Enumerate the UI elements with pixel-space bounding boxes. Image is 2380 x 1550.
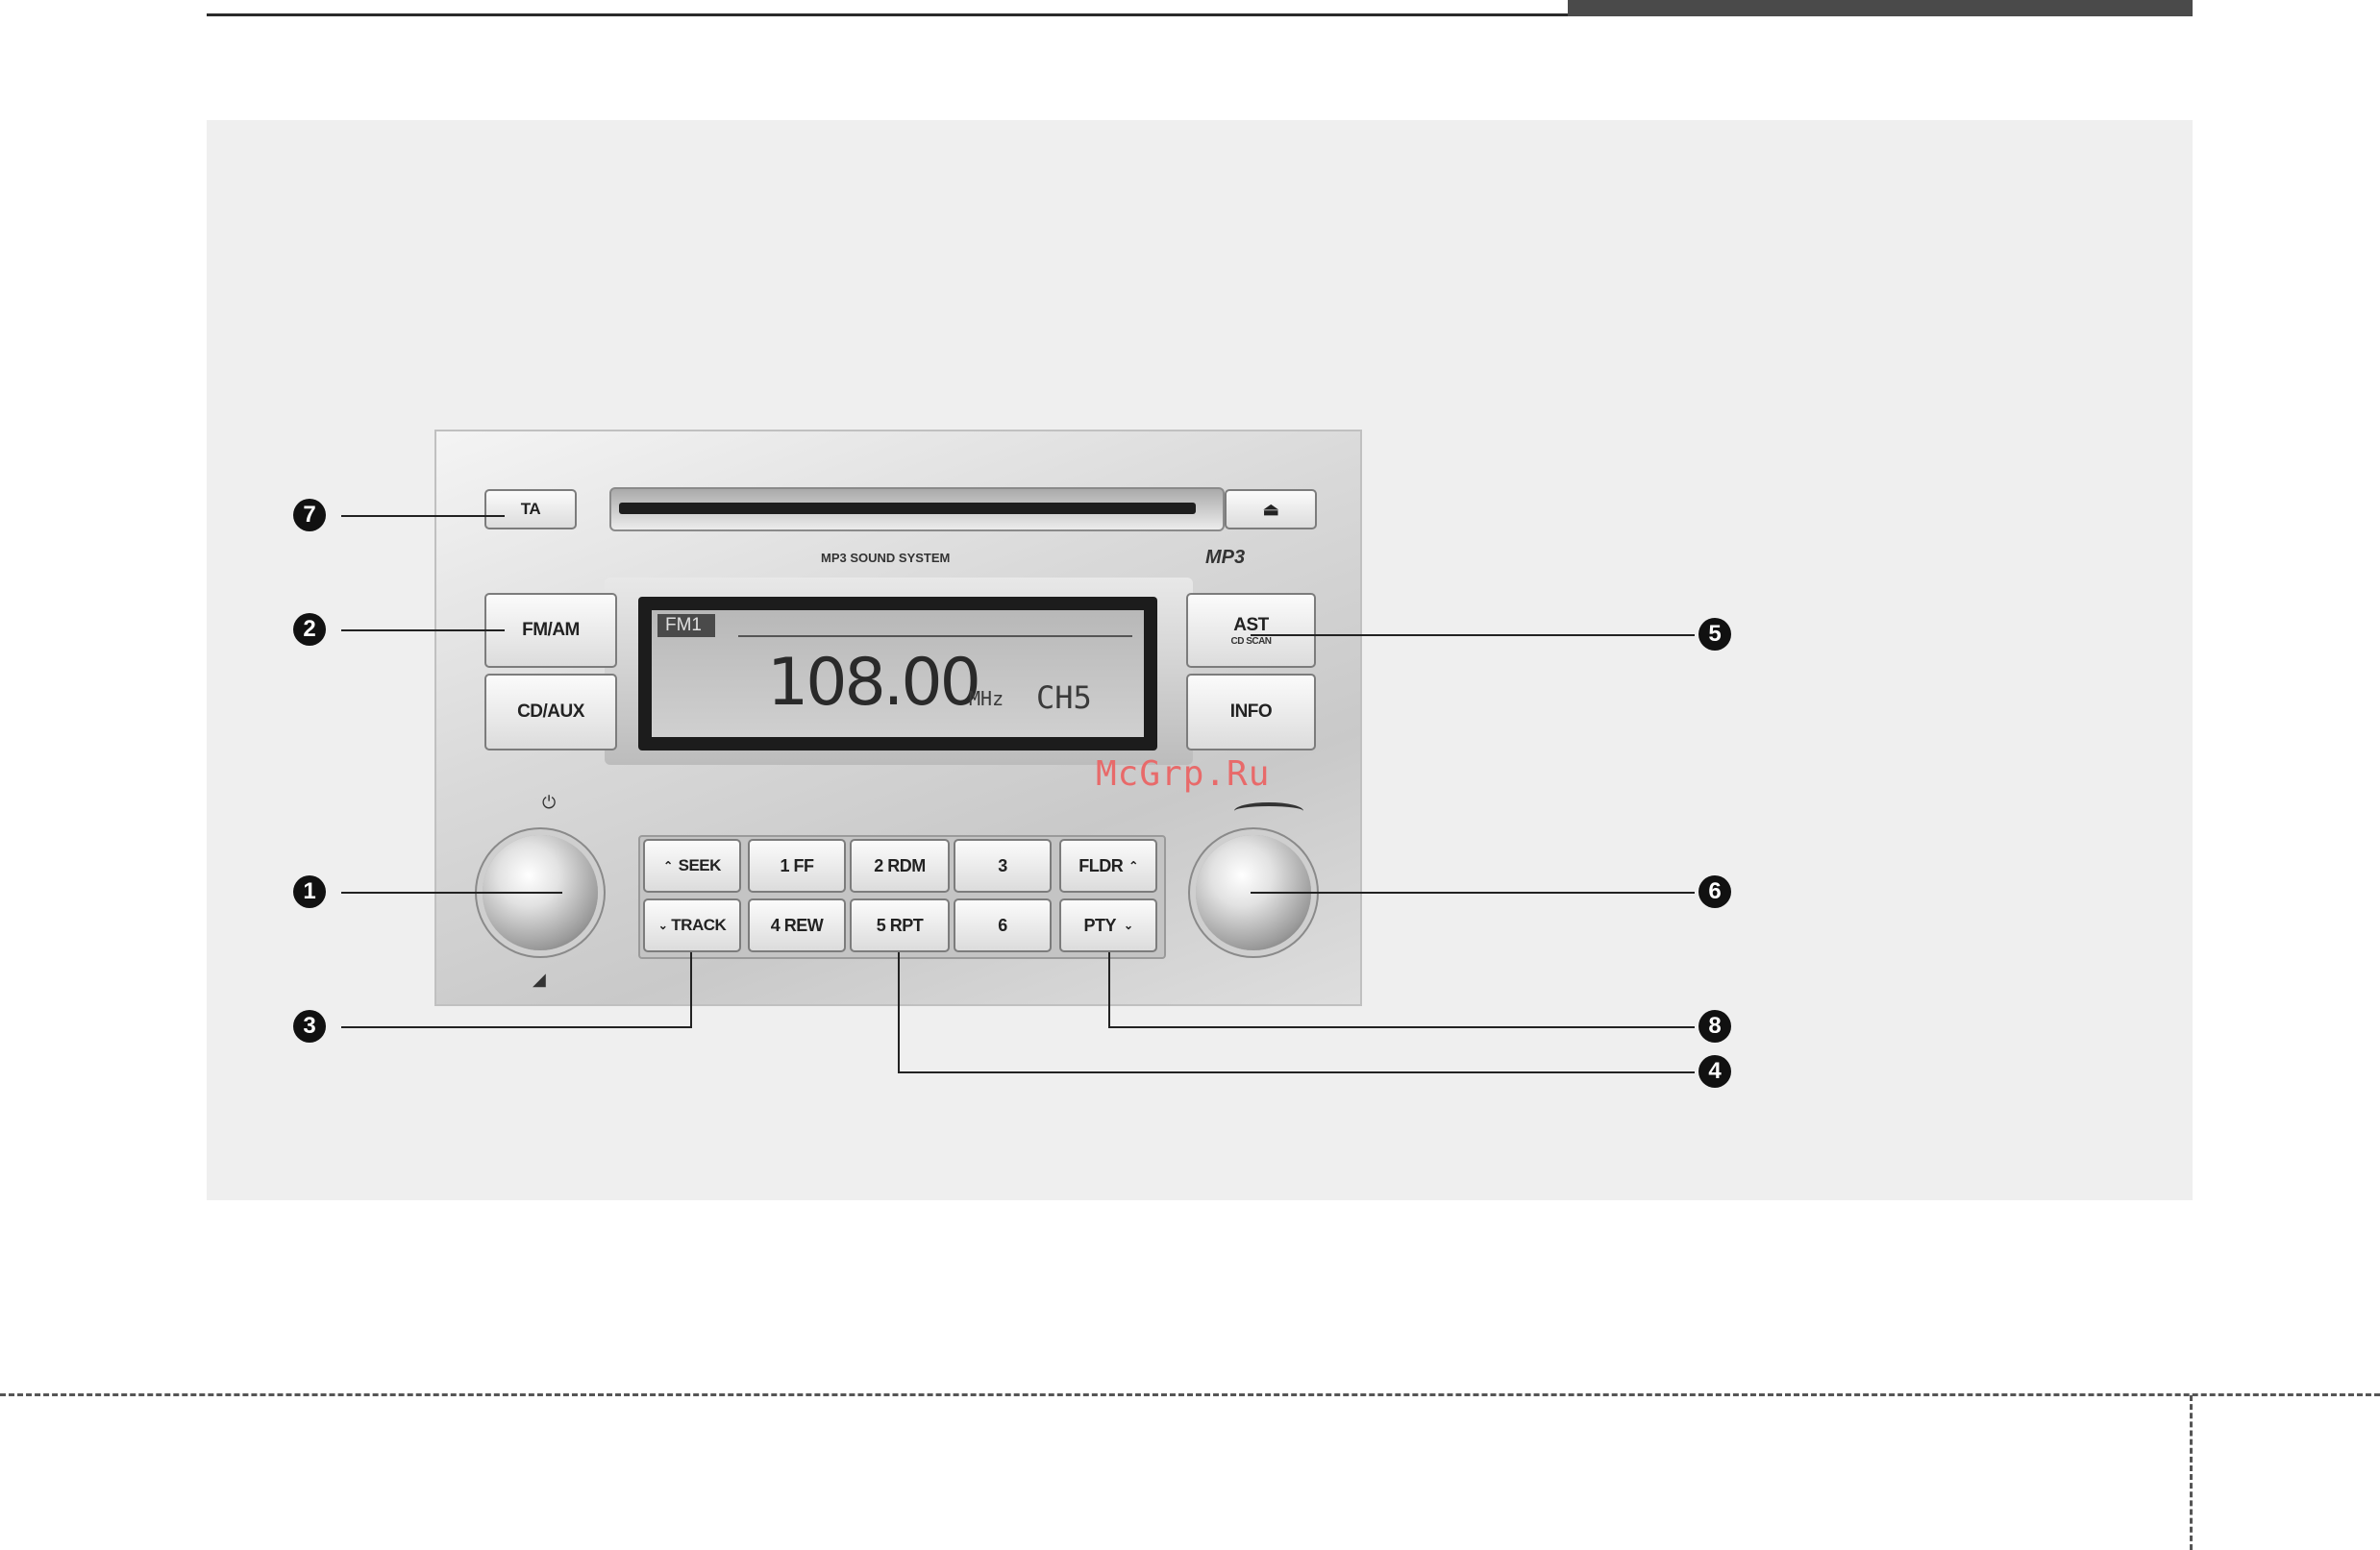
preset-5-label: 5 RPT <box>877 916 924 936</box>
fldr-button[interactable]: FLDR ⌃ <box>1059 839 1157 893</box>
callout-1: 1 <box>293 875 326 908</box>
watermark: McGrp.Ru <box>1096 754 1270 794</box>
header-rule <box>207 13 1568 16</box>
preset-2-label: 2 RDM <box>874 856 926 876</box>
seek-button[interactable]: ⌃ SEEK <box>643 839 741 893</box>
callout-8: 8 <box>1698 1010 1731 1043</box>
channel-readout: CH5 <box>1036 679 1092 716</box>
eject-button[interactable]: ⏏ <box>1225 489 1317 529</box>
pty-label: PTY <box>1083 916 1116 936</box>
eject-icon: ⏏ <box>1263 500 1279 520</box>
system-label: MP3 SOUND SYSTEM <box>821 551 950 565</box>
preset-1-button[interactable]: 1 FF <box>748 839 846 893</box>
ast-button[interactable]: AST CD SCAN <box>1186 593 1316 668</box>
lcd-screen: FM1 108.00 MHz CH5 <box>652 610 1144 737</box>
bottom-dashed-rule <box>0 1393 2380 1396</box>
cd-aux-button[interactable]: CD/AUX <box>484 674 617 750</box>
preset-3-button[interactable]: 3 <box>954 839 1052 893</box>
track-label: TRACK <box>671 916 726 935</box>
callout-8-riser <box>1108 952 1110 1028</box>
callout-7: 7 <box>293 499 326 531</box>
preset-3-label: 3 <box>998 856 1007 876</box>
fldr-up-icon: ⌃ <box>1128 859 1138 873</box>
fm-am-label: FM/AM <box>522 620 580 641</box>
figure-panel: TA ⏏ MP3 SOUND SYSTEM MP3 FM/AM CD/AUX F… <box>207 120 2193 1200</box>
seek-label: SEEK <box>679 856 721 875</box>
cd-slot-opening <box>619 503 1196 514</box>
frequency-readout: 108.00 <box>767 645 979 721</box>
callout-5: 5 <box>1698 618 1731 651</box>
callout-6-line <box>1251 892 1695 894</box>
callout-1-line <box>341 892 562 894</box>
band-indicator-line <box>738 635 1132 637</box>
preset-4-label: 4 REW <box>771 916 824 936</box>
radio-unit: TA ⏏ MP3 SOUND SYSTEM MP3 FM/AM CD/AUX F… <box>434 430 1362 1006</box>
preset-1-label: 1 FF <box>780 856 813 876</box>
preset-6-label: 6 <box>998 916 1007 936</box>
volume-icon: ◢ <box>533 970 546 990</box>
tune-arc-icon <box>1234 802 1303 820</box>
lcd-frame: FM1 108.00 MHz CH5 <box>638 597 1157 750</box>
cd-slot <box>609 487 1225 531</box>
callout-6: 6 <box>1698 875 1731 908</box>
callout-4-riser <box>898 952 900 1073</box>
callout-3-riser <box>690 952 692 1028</box>
callout-2-line <box>341 629 505 631</box>
info-label: INFO <box>1230 701 1272 723</box>
callout-5-line <box>1251 634 1695 636</box>
callout-3: 3 <box>293 1010 326 1043</box>
track-button[interactable]: ⌄ TRACK <box>643 898 741 952</box>
pty-down-icon: ⌄ <box>1124 919 1133 932</box>
right-dashed-rule <box>2190 1395 2193 1550</box>
info-button[interactable]: INFO <box>1186 674 1316 750</box>
band-indicator: FM1 <box>657 614 715 637</box>
seek-up-icon: ⌃ <box>663 859 673 873</box>
track-down-icon: ⌄ <box>658 919 668 932</box>
header-bar <box>1568 0 2193 16</box>
ta-button[interactable]: TA <box>484 489 577 529</box>
preset-5-button[interactable]: 5 RPT <box>850 898 950 952</box>
callout-4: 4 <box>1698 1055 1731 1088</box>
cd-scan-label: CD SCAN <box>1230 636 1271 647</box>
preset-2-button[interactable]: 2 RDM <box>850 839 950 893</box>
callout-4-line <box>898 1071 1695 1073</box>
power-icon: ⏻ <box>542 793 556 813</box>
ta-label: TA <box>521 500 540 519</box>
cd-aux-label: CD/AUX <box>517 701 584 723</box>
callout-8-line <box>1108 1026 1695 1028</box>
ast-label: AST <box>1233 615 1269 636</box>
mp3-logo: MP3 <box>1205 547 1245 569</box>
callout-2: 2 <box>293 613 326 646</box>
callout-7-line <box>341 515 505 517</box>
fldr-label: FLDR <box>1078 856 1123 876</box>
callout-3-line <box>341 1026 690 1028</box>
pty-button[interactable]: PTY ⌄ <box>1059 898 1157 952</box>
preset-4-button[interactable]: 4 REW <box>748 898 846 952</box>
preset-6-button[interactable]: 6 <box>954 898 1052 952</box>
frequency-unit: MHz <box>969 687 1004 710</box>
